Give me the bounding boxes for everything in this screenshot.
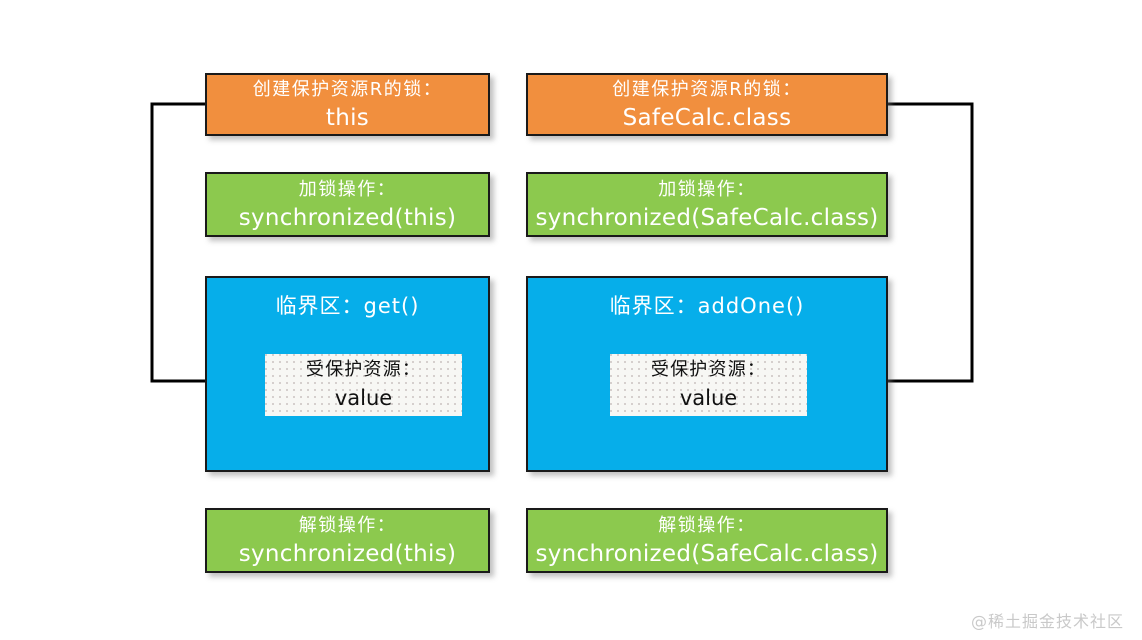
resource-card-get-line1: 受保护资源： [305,358,422,380]
connector-left-lock-to-resource [150,102,254,385]
lock-create-class-line1: 创建保护资源R的锁： [612,79,802,100]
lock-release-this-line2: synchronized(this) [238,540,457,567]
lock-create-this-line1: 创建保护资源R的锁： [252,79,443,100]
watermark: @稀土掘金技术社区 [970,612,1124,631]
connector-right-lock-to-resource [817,102,974,385]
node-lock-release-class[interactable]: 解锁操作： synchronized(SafeCalc.class) [526,508,888,573]
lock-release-class-line2: synchronized(SafeCalc.class) [535,540,879,567]
node-lock-create-class[interactable]: 创建保护资源R的锁： SafeCalc.class [526,73,888,136]
node-lock-acquire-this[interactable]: 加锁操作： synchronized(this) [205,172,490,237]
critical-section-addone-label: 临界区：addOne() [609,294,805,318]
node-lock-acquire-class[interactable]: 加锁操作： synchronized(SafeCalc.class) [526,172,888,237]
node-lock-release-this[interactable]: 解锁操作： synchronized(this) [205,508,490,573]
resource-card-addone-line2: value [679,386,738,411]
resource-card-get-line2: value [334,386,393,411]
lock-acquire-class-line1: 加锁操作： [658,179,756,200]
resource-card-addone-line1: 受保护资源： [650,358,767,380]
lock-acquire-class-line2: synchronized(SafeCalc.class) [535,204,879,231]
critical-section-get-label: 临界区：get() [275,294,420,318]
lock-release-class-line1: 解锁操作： [658,515,756,536]
resource-card-addone: 受保护资源： value [610,354,807,416]
lock-create-this-line2: this [325,104,370,131]
lock-acquire-this-line1: 加锁操作： [298,179,397,200]
lock-acquire-this-line2: synchronized(this) [238,204,457,231]
lock-create-class-line2: SafeCalc.class [622,104,792,131]
node-lock-create-this[interactable]: 创建保护资源R的锁： this [205,73,490,136]
resource-card-get: 受保护资源： value [265,354,462,416]
node-critical-section-addone[interactable]: 临界区：addOne() [526,276,888,472]
lock-release-this-line1: 解锁操作： [298,515,397,536]
